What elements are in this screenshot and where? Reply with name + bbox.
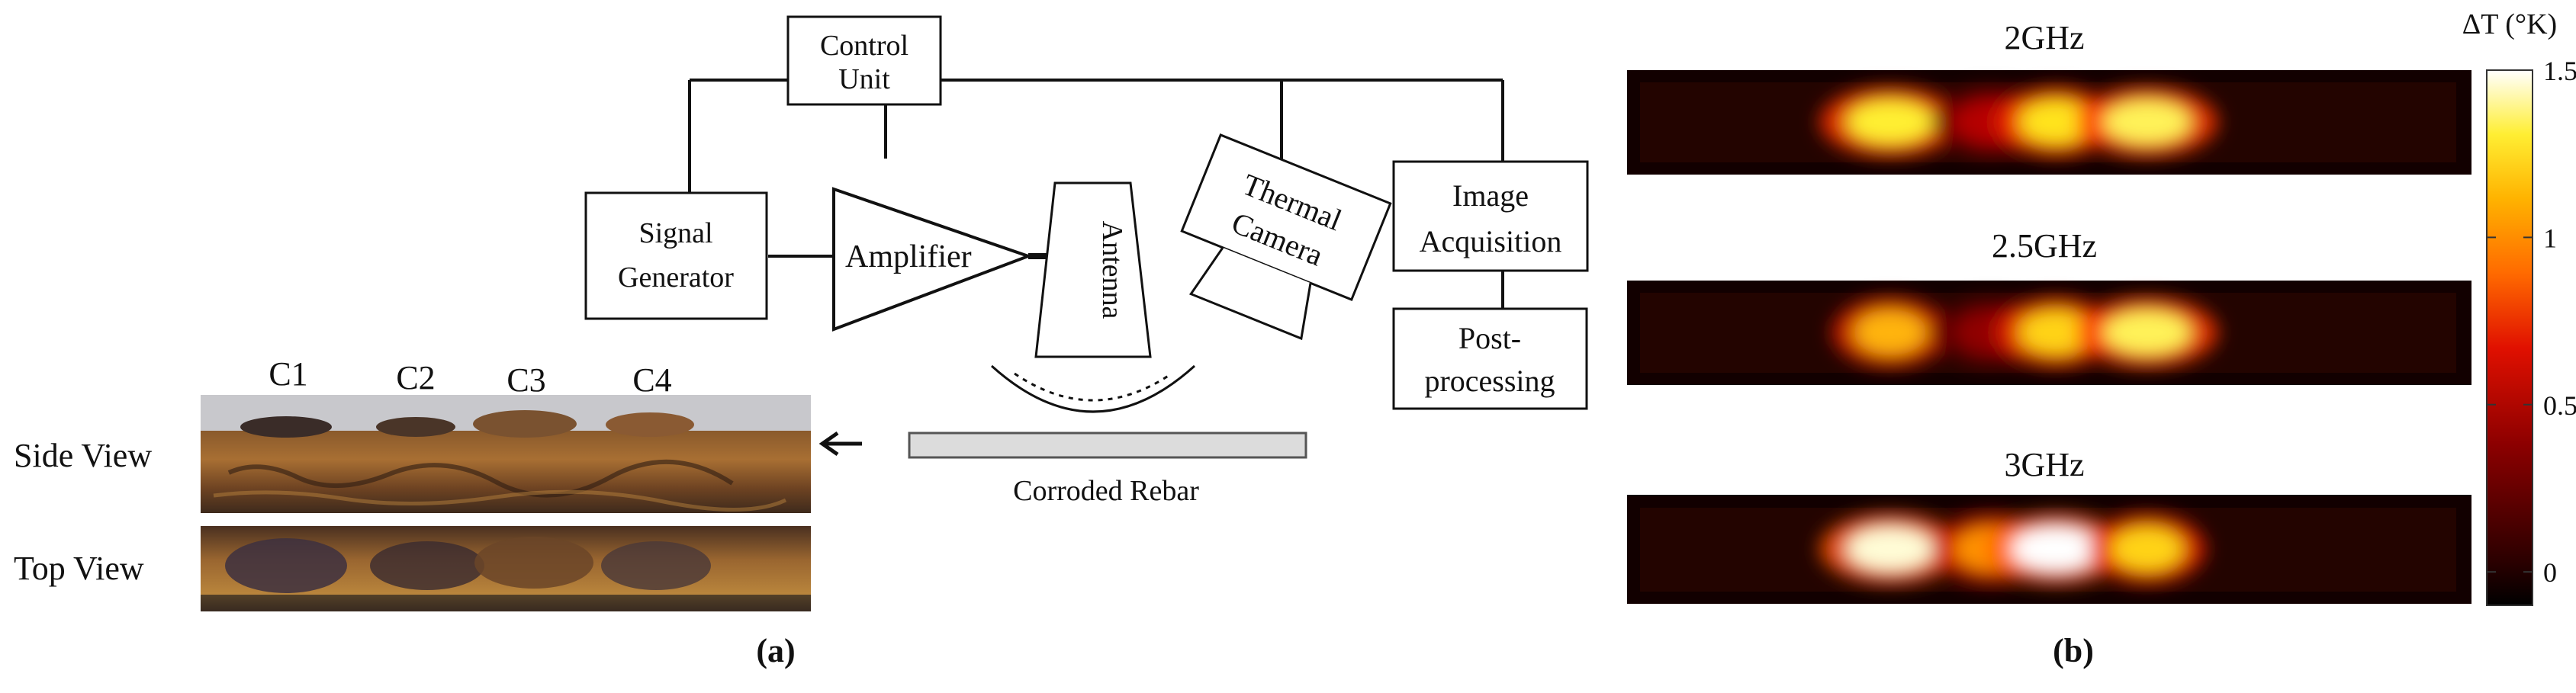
corrosion-labels: C1 C2 C3 C4 [269,355,671,399]
amplifier-label: Amplifier [845,239,972,274]
post-processing-label-line2: processing [1424,364,1555,398]
frequency-title-3ghz: 3GHz [2004,446,2084,483]
hotspot [1846,526,1934,572]
colorbar-tick-label: 0.5 [2543,390,2576,421]
side-view-label: Side View [14,437,152,474]
panel-b-caption: (b) [2053,632,2094,669]
signal-generator-block: Signal Generator [584,191,768,320]
signal-generator-label-line2: Generator [618,261,734,294]
colorbar-title: ΔT (°K) [2462,8,2557,40]
image-acquisition-label-line1: Image [1452,178,1529,213]
hotspot [2012,526,2100,572]
hotspot [1846,99,1934,145]
colorbar-tick-label: 0 [2543,557,2557,588]
colorbar-tick-label: 1 [2543,223,2557,253]
hotspot [2103,310,2192,355]
panel-a: Control Unit Signal Generator Amplifier … [14,15,1589,669]
arrow-icon [818,431,862,457]
hotspot [2019,99,2092,145]
control-unit-label-line1: Control [820,30,909,62]
top-view-photo [201,526,811,611]
amplifier-block: Amplifier [832,187,1033,332]
post-processing-label-line1: Post- [1458,321,1521,355]
corroded-rebar-label: Corroded Rebar [1013,475,1199,507]
top-view-label: Top View [14,550,144,587]
corrosion-label-c3: C3 [507,361,545,399]
control-unit-label-line2: Unit [838,63,890,95]
post-processing-block: Post- processing [1392,307,1588,410]
frequency-title-2-5ghz: 2.5GHz [1992,227,2097,265]
frequency-title-2ghz: 2GHz [2004,19,2084,56]
signal-generator-label-line1: Signal [638,217,712,249]
thermal-map-2-5ghz [1627,281,2471,385]
hotspot [2111,526,2184,572]
panel-a-caption: (a) [756,632,795,669]
control-unit-block: Control Unit [786,15,942,106]
panel-b: 2GHz 2.5GHz 3GHz ΔT (°K) 1.5 1 0.5 0 (b) [1627,8,2576,669]
hotspot [1854,310,1927,355]
antenna-block: Antenna [990,181,1196,413]
corrosion-label-c1: C1 [269,355,307,393]
hotspot [2019,310,2092,355]
corroded-rebar-schematic: Corroded Rebar [908,432,1307,507]
side-view-photo [201,395,811,513]
corrosion-label-c2: C2 [396,359,435,396]
image-acquisition-block: Image Acquisition [1392,160,1589,272]
corrosion-label-c4: C4 [632,361,671,399]
colorbar: ΔT (°K) 1.5 1 0.5 0 [2462,8,2576,606]
colorbar-tick-label: 1.5 [2543,56,2576,86]
thermal-map-3ghz [1627,495,2471,604]
thermal-camera-block: Thermal Camera [1180,133,1392,341]
thermal-map-2ghz [1627,70,2471,175]
image-acquisition-label-line2: Acquisition [1420,224,1562,258]
hotspot [2103,99,2192,145]
antenna-label: Antenna [1096,221,1128,319]
